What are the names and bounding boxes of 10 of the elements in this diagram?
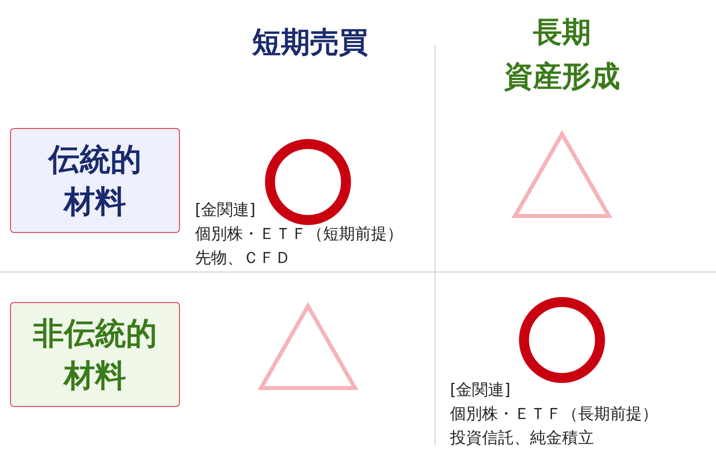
note-text: [金関連] [195, 199, 256, 221]
row-header-box: 伝統的材料 [10, 128, 180, 233]
note-text: 先物、ＣＦＤ [195, 247, 291, 269]
note-text: 投資信託、純金積立 [450, 427, 594, 449]
column-header: 短期売買 [252, 24, 368, 61]
note-text: 個別株・ＥＴＦ（長期前提） [450, 403, 658, 425]
note-text: [金関連] [450, 379, 510, 401]
row-header-box: 非伝統的材料 [10, 302, 180, 407]
column-header: 長期資産形成 [504, 14, 620, 95]
note-text: 個別株・ＥＴＦ（短期前提） [195, 223, 403, 245]
